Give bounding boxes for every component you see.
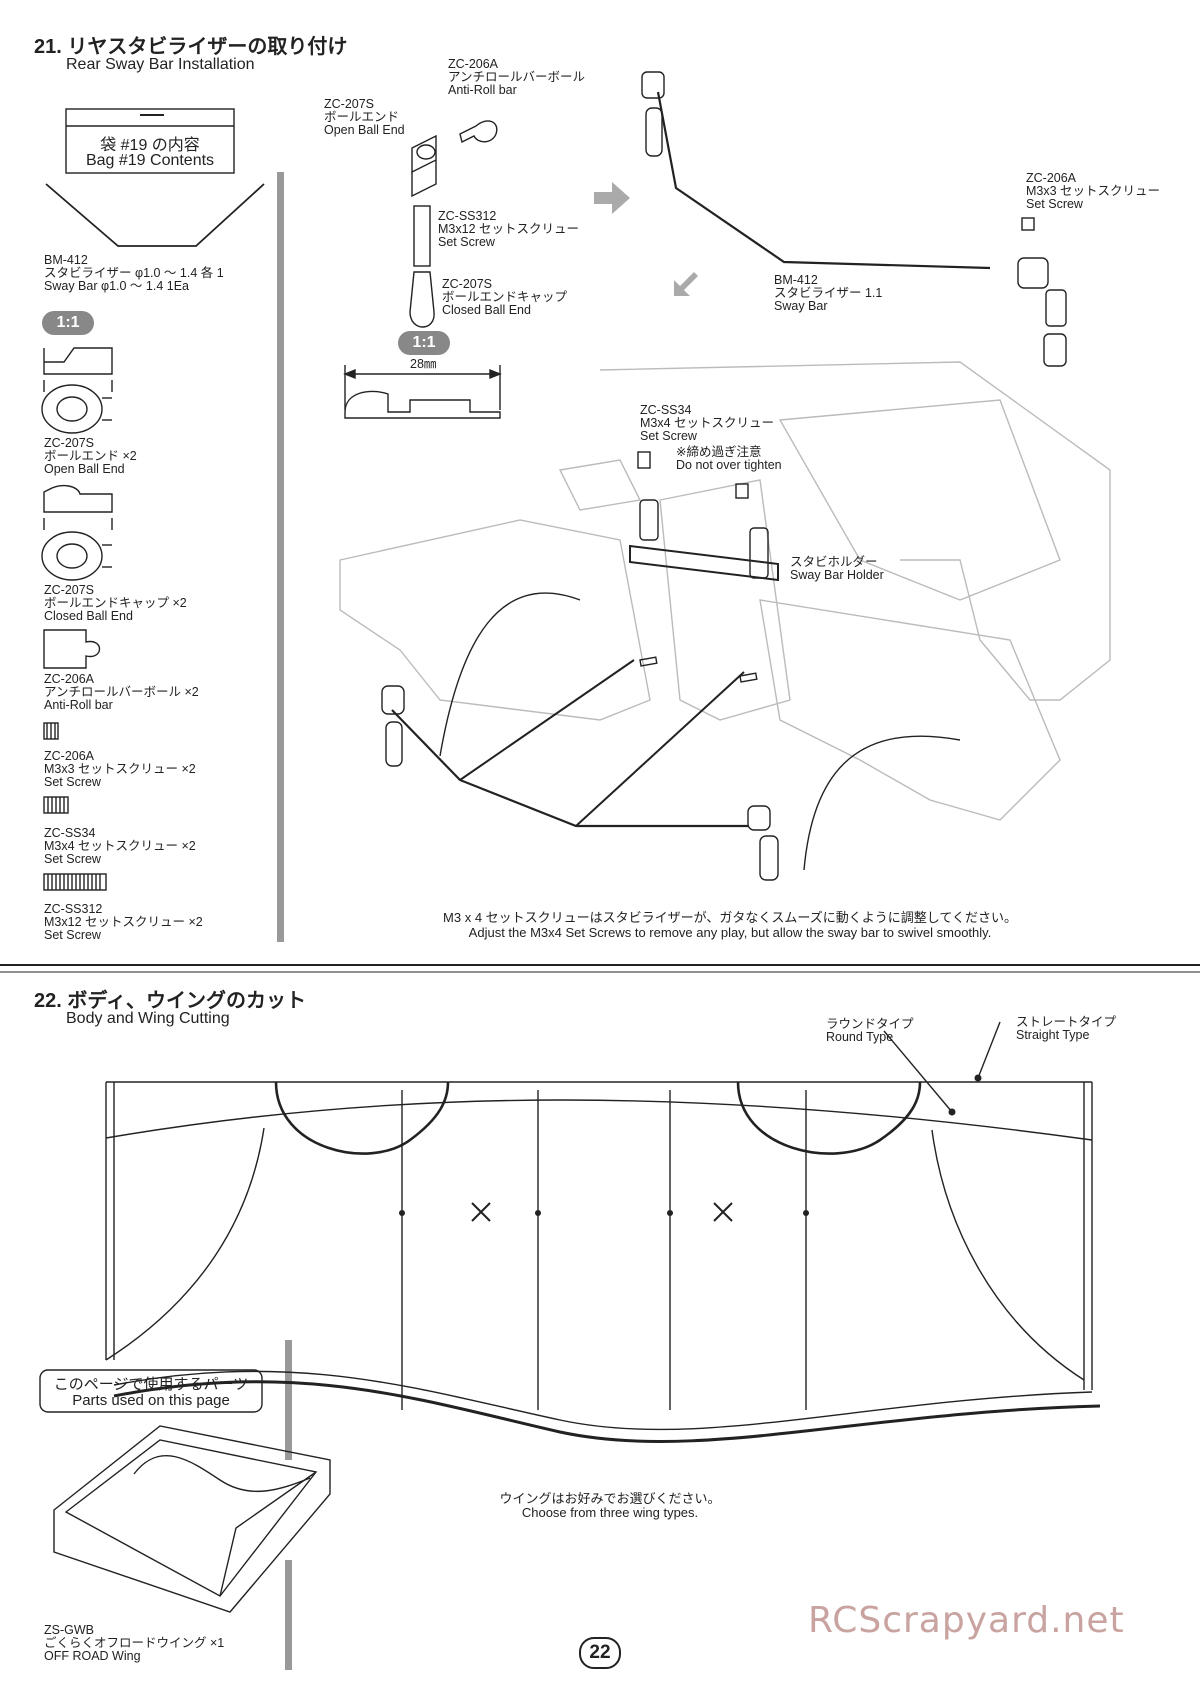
closed-ball-end-side [43, 484, 113, 513]
scale-label-left: 1:1 [56, 314, 80, 331]
scale-badge-center [398, 331, 450, 355]
parts-used-jp: このページで使用するパーツ [53, 1376, 249, 1393]
sway-bar-shape [45, 183, 265, 247]
dimension-label: 28㎜ [410, 357, 437, 371]
scale-badge-left [42, 311, 94, 335]
open-ball-end-side [43, 347, 113, 375]
bag-label-jp: 袋 #19 の内容 [100, 137, 200, 154]
section22-title-jp: 22. ボディ、ウイングのカット [34, 990, 306, 1012]
section21-note-jp: M3 x 4 セットスクリューはスタビライザーが、ガタなくスムーズに動くように調… [443, 910, 1017, 925]
section22-divider-top [285, 1340, 292, 1460]
section22-title-en: Body and Wing Cutting [66, 1010, 230, 1027]
wing-note-jp: ウイングはお好みでお選びください。 [499, 1491, 721, 1506]
anti-roll-ball [43, 629, 101, 669]
page-number: 22 [589, 1642, 611, 1663]
section21-divider [277, 172, 284, 942]
page-number-frame [579, 1637, 621, 1669]
parts-used-en: Parts used on this page [72, 1392, 230, 1409]
scale-label-center: 1:1 [412, 334, 436, 351]
wing-note-en: Choose from three wing types. [521, 1505, 699, 1520]
section21-title-jp: 21. リヤスタビライザーの取り付け [34, 36, 348, 58]
watermark: RCScrapyard.net [808, 1600, 1125, 1641]
bag-label-en: Bag #19 Contents [85, 152, 215, 169]
parts-used-box [39, 1369, 263, 1413]
bag-label-box [65, 108, 235, 174]
body-cut-diagram [105, 1021, 1101, 1443]
wing-illustration [53, 1425, 331, 1613]
section21-title-en: Rear Sway Bar Installation [66, 56, 255, 73]
set-screw-m3x12 [43, 873, 107, 891]
section22-divider-bottom [285, 1560, 292, 1670]
section21-note-en: Adjust the M3x4 Set Screws to remove any… [468, 925, 992, 940]
